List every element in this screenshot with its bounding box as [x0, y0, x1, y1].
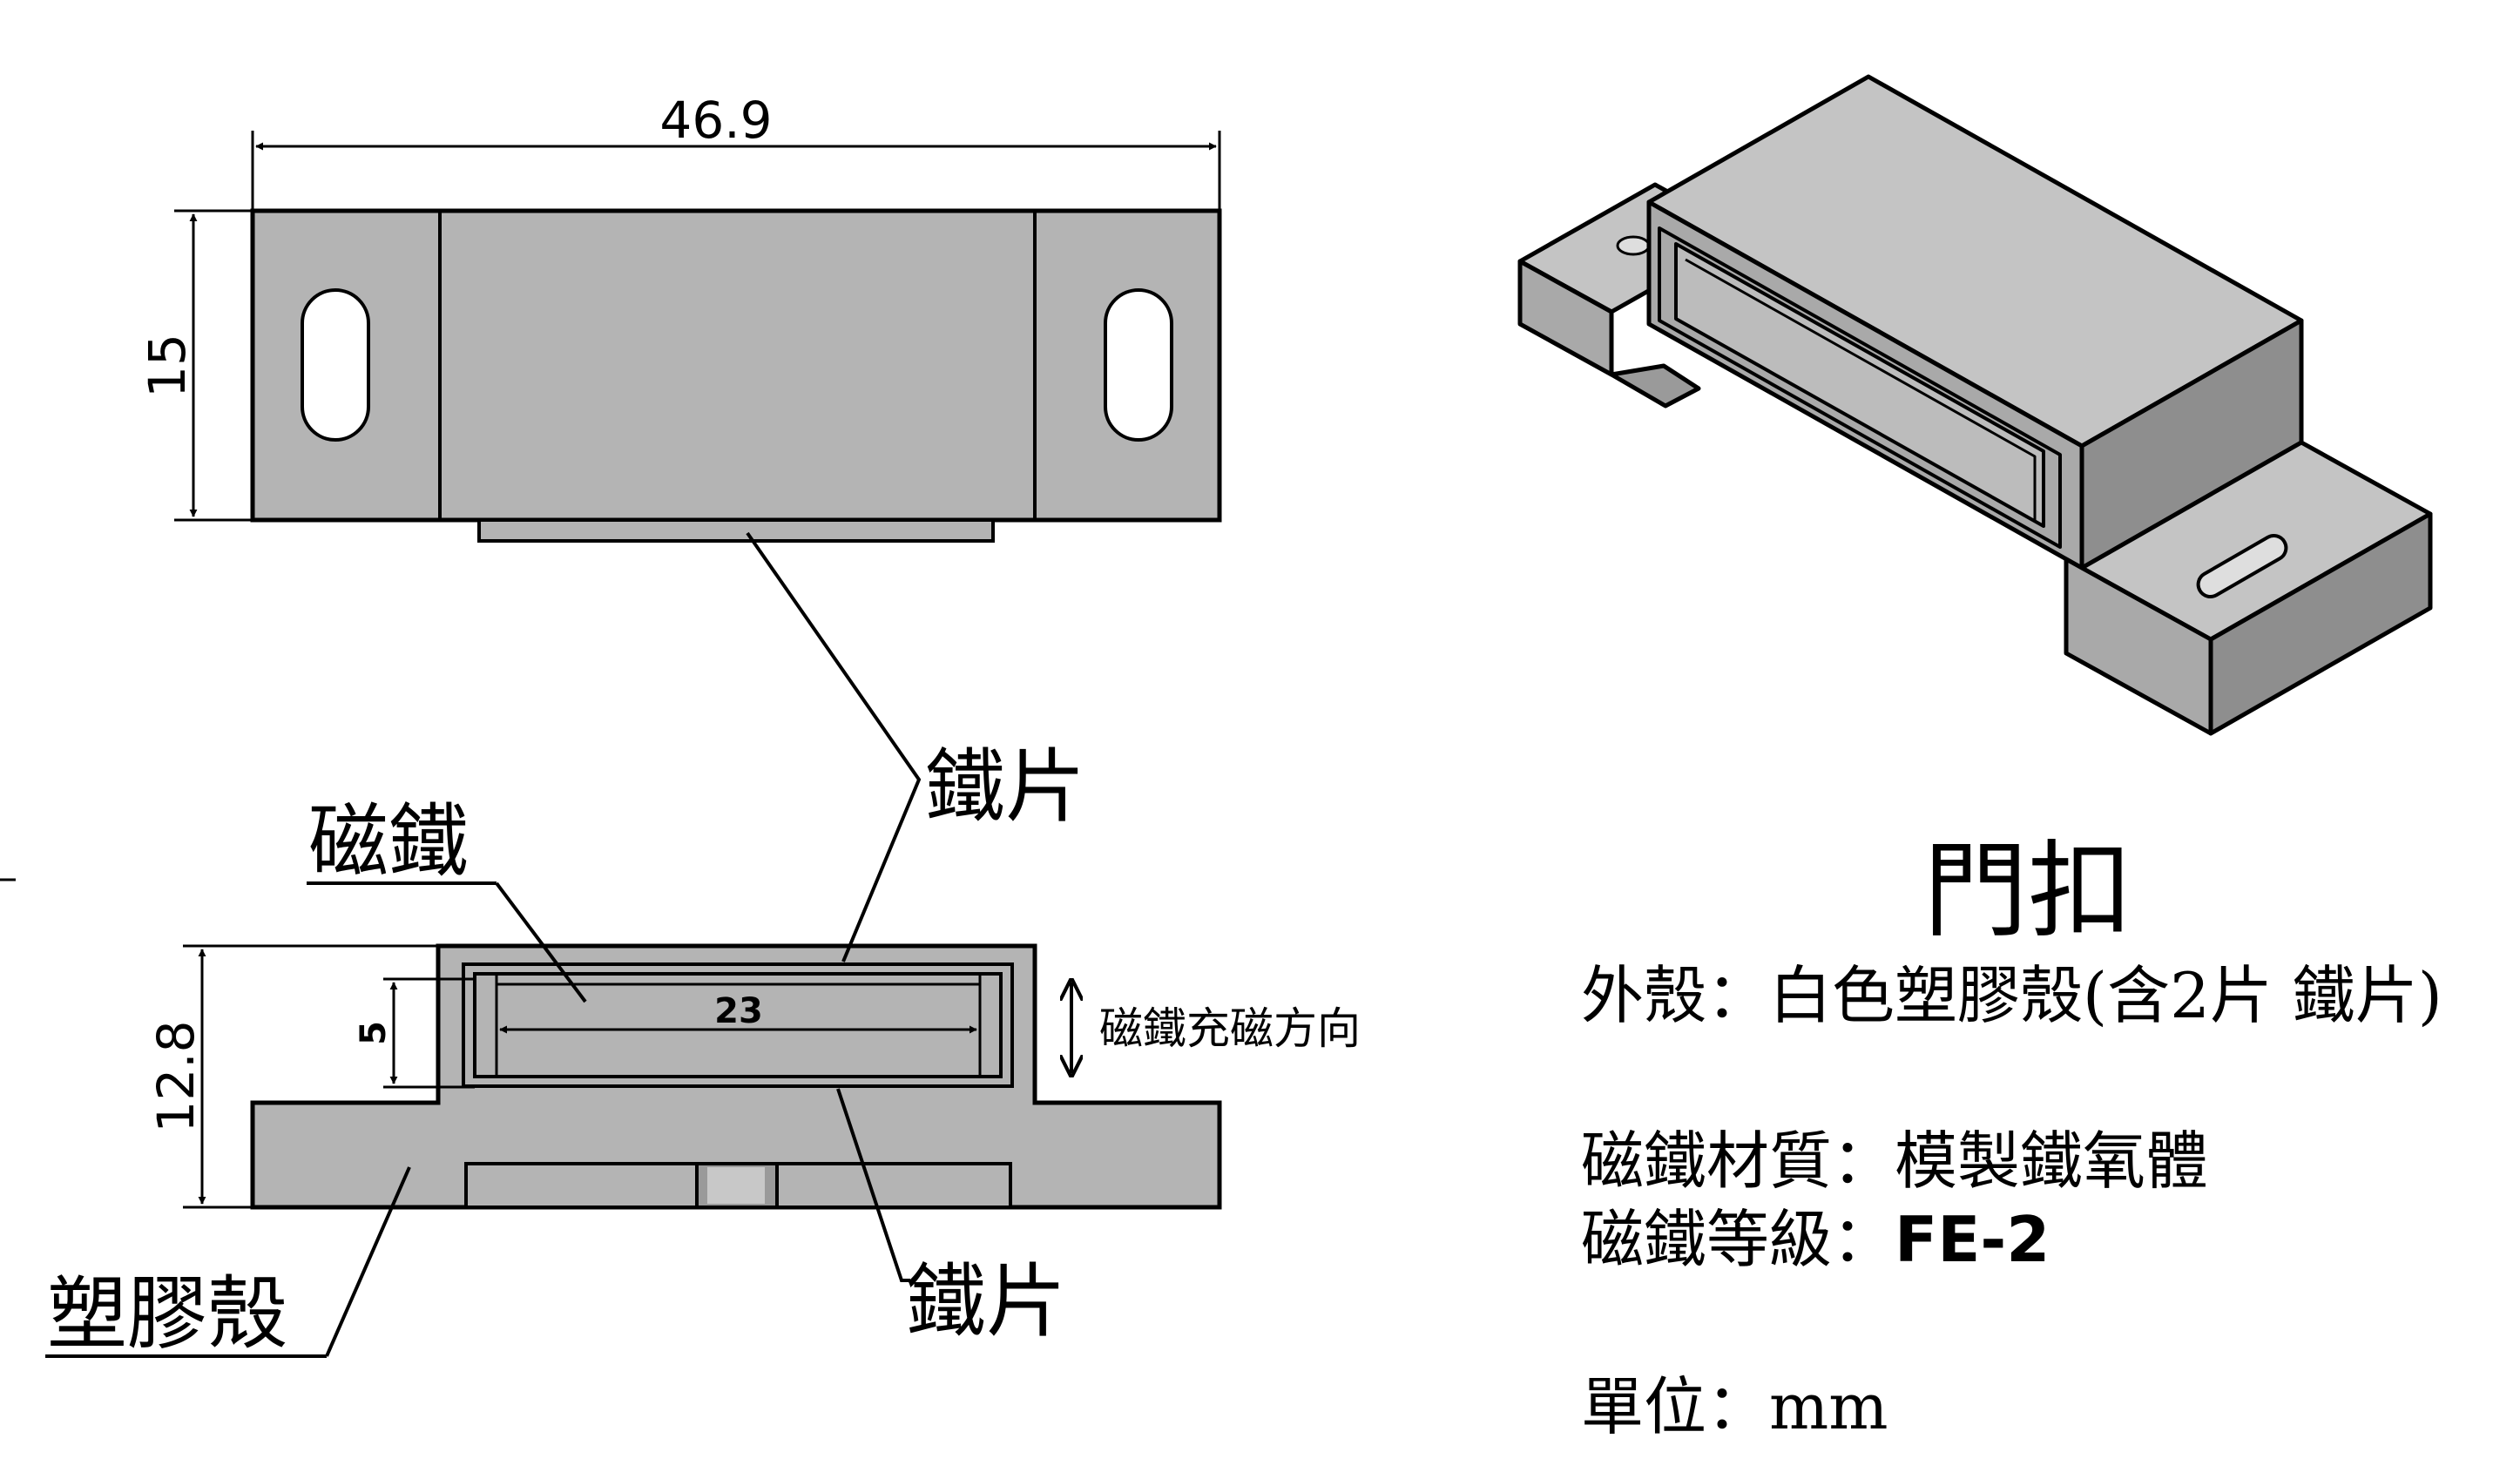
magnetization-direction-label: 磁鐵充磁方向 — [1099, 1003, 1361, 1054]
iso-right-slot — [2196, 534, 2288, 598]
product-info: 門扣 外殼：白色塑膠殼(含2片 鐵片) 磁鐵材質：模製鐵氧體 磁鐵等級：FE-2… — [1581, 831, 2442, 1443]
unit-note: 單位：mm — [1581, 1370, 1888, 1443]
iron-plate-bottom-leader — [836, 1088, 910, 1282]
shell-spec: 外殼：白色塑膠殼(含2片 鐵片) — [1581, 959, 2442, 1032]
product-title: 門扣 — [1923, 831, 2132, 952]
callouts: 鐵片 磁鐵 鐵片 塑膠殼 — [0, 531, 1085, 1361]
bottom-pin-highlight — [707, 1167, 765, 1204]
magnet-leader — [495, 881, 587, 1003]
magnet-grade-value: FE-2 — [1895, 1203, 2050, 1276]
iso-right-flange-side — [2208, 511, 2433, 736]
iron-plate-bottom-label: 鐵片 — [906, 1255, 1066, 1348]
width-dimension-label: 46.9 — [659, 91, 772, 150]
plastic-shell-label: 塑膠殼 — [47, 1267, 287, 1361]
mounting-slot-right — [1104, 288, 1173, 442]
magnet-label: 磁鐵 — [308, 795, 469, 888]
side-view: 23 5 12.8 磁鐵充磁方向 — [146, 943, 1361, 1210]
iso-left-flange-foot — [1609, 363, 1701, 409]
height-dimension-label: 15 — [138, 334, 197, 398]
magnet-height-label: 5 — [354, 1021, 394, 1045]
iron-plate-top-leader — [746, 531, 922, 962]
iso-left-slot — [1616, 235, 1651, 256]
top-view: 46.9 15 — [138, 91, 1222, 543]
plastic-shell-leader — [325, 1166, 411, 1357]
magnet-block — [473, 972, 1003, 1078]
magnet-grade-label: 磁鐵等級： — [1581, 1203, 1895, 1276]
iso-magnet-face-inner — [1674, 242, 2045, 528]
magnet-grade: 磁鐵等級：FE-2 — [1581, 1203, 2050, 1276]
side-height-label: 12.8 — [146, 1020, 206, 1132]
isometric-view — [1517, 74, 2433, 736]
iron-plate-edge — [477, 518, 995, 543]
mounting-slot-left — [301, 288, 370, 442]
iron-plate-top-label: 鐵片 — [925, 740, 1085, 834]
top-view-body — [250, 208, 1222, 523]
magnet-length-label: 23 — [714, 991, 763, 1031]
magnet-material: 磁鐵材質：模製鐵氧體 — [1581, 1124, 2208, 1198]
iso-magnet-face-lip — [1685, 258, 2037, 521]
